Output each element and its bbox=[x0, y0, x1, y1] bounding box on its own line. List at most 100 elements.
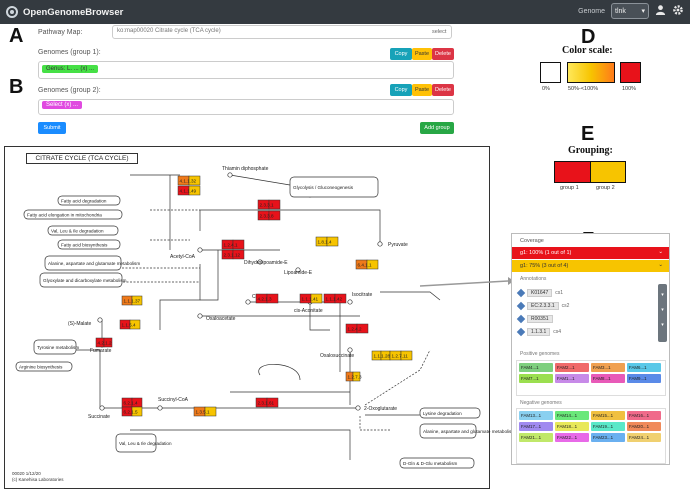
positive-genome-chip[interactable]: FAM7...1 bbox=[519, 374, 553, 383]
negative-genome-chip[interactable]: FAM14...1 bbox=[555, 411, 589, 420]
compound-node-dihydrolipoamide[interactable] bbox=[257, 259, 263, 265]
pathway-box-val_leu2[interactable] bbox=[115, 433, 157, 453]
negative-genome-chip[interactable]: FAM21...1 bbox=[519, 433, 553, 442]
pathway-label-fatty_elongation: Fatty acid elongation in mitochondria bbox=[27, 212, 102, 217]
positive-genome-chip[interactable]: FAM4...1 bbox=[519, 363, 553, 372]
genome-select[interactable]: tlnk▾ bbox=[611, 3, 649, 19]
pathway-box-val_leu[interactable] bbox=[47, 225, 119, 236]
annotation-tag[interactable]: R00351 bbox=[527, 314, 553, 323]
enzyme-box-group2[interactable] bbox=[129, 319, 141, 330]
negative-genome-chip[interactable]: FAM18...1 bbox=[555, 422, 589, 431]
group1-paste-button[interactable]: Paste bbox=[412, 48, 432, 60]
compound-node-pyruvate[interactable] bbox=[377, 241, 383, 247]
enzyme-box-group2[interactable] bbox=[334, 293, 347, 304]
enzyme-box-group2[interactable] bbox=[188, 175, 201, 186]
negative-genome-chip[interactable]: FAM15...1 bbox=[591, 411, 625, 420]
coverage-row-group2[interactable]: g1: 75% (3 out of 4) ⌄ bbox=[512, 260, 669, 272]
compound-node-isocitrate[interactable] bbox=[347, 299, 353, 305]
negative-genome-chip[interactable]: FAM23...1 bbox=[591, 433, 625, 442]
enzyme-box-group2[interactable] bbox=[266, 397, 279, 408]
positive-genome-chip[interactable]: FAM2...1 bbox=[555, 363, 589, 372]
enzyme-box-group2[interactable] bbox=[103, 337, 113, 348]
annotation-text: cs4 bbox=[553, 328, 562, 335]
compound-node-succinate[interactable] bbox=[99, 405, 105, 411]
add-group-button[interactable]: Add group bbox=[420, 122, 454, 134]
negative-genome-chip[interactable]: FAM19...1 bbox=[591, 422, 625, 431]
compound-node-lipoamide_e[interactable] bbox=[295, 267, 301, 273]
annotation-tag[interactable]: 1.1.3.1 bbox=[527, 327, 551, 336]
annotation-scrollbar[interactable]: ▾▾▾ bbox=[658, 284, 667, 342]
user-icon[interactable] bbox=[655, 4, 666, 18]
compound-node-malate[interactable] bbox=[97, 317, 103, 323]
group2-delete-button[interactable]: Delete bbox=[432, 84, 454, 96]
pathway-box-alanine2[interactable] bbox=[419, 423, 477, 439]
annotation-row[interactable]: R00351 bbox=[516, 312, 648, 325]
negative-genome-chip[interactable]: FAM24...1 bbox=[627, 433, 661, 442]
negative-genome-chip[interactable]: FAM22...1 bbox=[555, 433, 589, 442]
annotation-tag[interactable]: EC:2.3.3.1 bbox=[527, 301, 559, 310]
enzyme-box-group2[interactable] bbox=[232, 249, 245, 260]
compound-node-acetyl_coa[interactable] bbox=[197, 247, 203, 253]
compound-node-two_oxoglutarate[interactable] bbox=[355, 405, 361, 411]
positive-genome-chip[interactable]: FAM6...1 bbox=[627, 363, 661, 372]
positive-genome-chip[interactable]: FAM8...1 bbox=[591, 374, 625, 383]
enzyme-box-group2[interactable] bbox=[188, 185, 201, 196]
enzyme-box-group2[interactable] bbox=[268, 210, 281, 221]
compound-node-citrate[interactable] bbox=[245, 299, 251, 305]
enzyme-box-group2[interactable] bbox=[131, 406, 143, 417]
pathway-box-tyrosine[interactable] bbox=[33, 339, 77, 355]
group1-delete-button[interactable]: Delete bbox=[432, 48, 454, 60]
group2-tag[interactable]: Select (x) ... bbox=[42, 101, 83, 109]
chevron-down-icon[interactable]: ⌄ bbox=[658, 262, 663, 268]
pathway-box-alanine[interactable] bbox=[44, 255, 122, 271]
pathway-box-lys_deg[interactable] bbox=[419, 407, 481, 419]
group2-textarea[interactable] bbox=[38, 99, 454, 115]
compound-node-thiamin[interactable] bbox=[227, 172, 233, 178]
enzyme-box-group2[interactable] bbox=[232, 239, 245, 250]
app-title[interactable]: OpenGenomeBrowser bbox=[23, 6, 124, 18]
pathway-box-fatty_biosynth[interactable] bbox=[57, 239, 121, 250]
submit-button[interactable]: Submit bbox=[38, 122, 66, 134]
enzyme-box-group2[interactable] bbox=[268, 199, 281, 210]
pathway-box-arginine[interactable] bbox=[15, 361, 73, 372]
coverage-row-group1[interactable]: g1: 100% (1 out of 1) ⌄ bbox=[512, 247, 669, 259]
group1-tag[interactable]: Genus: L. ... (x) ... bbox=[42, 65, 99, 73]
negative-genome-chip[interactable]: FAM13...1 bbox=[519, 411, 553, 420]
annotation-tag[interactable]: K01647 bbox=[527, 288, 553, 297]
enzyme-box-group2[interactable] bbox=[326, 236, 339, 247]
enzyme-box-group2[interactable] bbox=[310, 293, 323, 304]
enzyme-box-group2[interactable] bbox=[356, 323, 369, 334]
compound-node-oxalosuccinate[interactable] bbox=[347, 347, 353, 353]
group1-textarea[interactable] bbox=[38, 61, 454, 79]
compound-node-oxaloacetate[interactable] bbox=[197, 313, 203, 319]
positive-genome-chip[interactable]: FAM3...1 bbox=[591, 363, 625, 372]
positive-genome-chip[interactable]: FAM1...1 bbox=[555, 374, 589, 383]
pathway-box-d_gln[interactable] bbox=[399, 457, 475, 469]
pathway-input[interactable]: ko:map00020 Citrate cycle (TCA cycle) bbox=[112, 25, 452, 39]
enzyme-box-group2[interactable] bbox=[352, 371, 361, 382]
pathway-box-fatty_degradation[interactable] bbox=[57, 195, 121, 206]
positive-genome-chip[interactable]: FAM9...1 bbox=[627, 374, 661, 383]
group2-copy-button[interactable]: Copy bbox=[390, 84, 412, 96]
enzyme-box-group2[interactable] bbox=[204, 406, 217, 417]
enzyme-box-group2[interactable] bbox=[366, 259, 379, 270]
color-scale-title: Color scale: bbox=[562, 45, 613, 56]
pathway-select-button[interactable]: select bbox=[432, 29, 447, 35]
pathway-box-glyoxylate[interactable] bbox=[39, 272, 123, 288]
group1-copy-button[interactable]: Copy bbox=[390, 48, 412, 60]
pathway-box-fatty_elongation[interactable] bbox=[23, 209, 123, 220]
compound-node-succinyl_coa[interactable] bbox=[157, 405, 163, 411]
enzyme-box-group2[interactable] bbox=[400, 350, 413, 361]
chevron-down-icon[interactable]: ⌄ bbox=[658, 249, 663, 255]
gear-icon[interactable] bbox=[672, 4, 684, 19]
pathway-box-glycolysis[interactable] bbox=[289, 176, 379, 198]
negative-genome-chip[interactable]: FAM20...1 bbox=[627, 422, 661, 431]
negative-genome-chip[interactable]: FAM16...1 bbox=[627, 411, 661, 420]
negative-genome-chip[interactable]: FAM17...1 bbox=[519, 422, 553, 431]
group2-paste-button[interactable]: Paste bbox=[412, 84, 432, 96]
enzyme-box-group2[interactable] bbox=[266, 293, 279, 304]
enzyme-box-group2[interactable] bbox=[131, 295, 143, 306]
